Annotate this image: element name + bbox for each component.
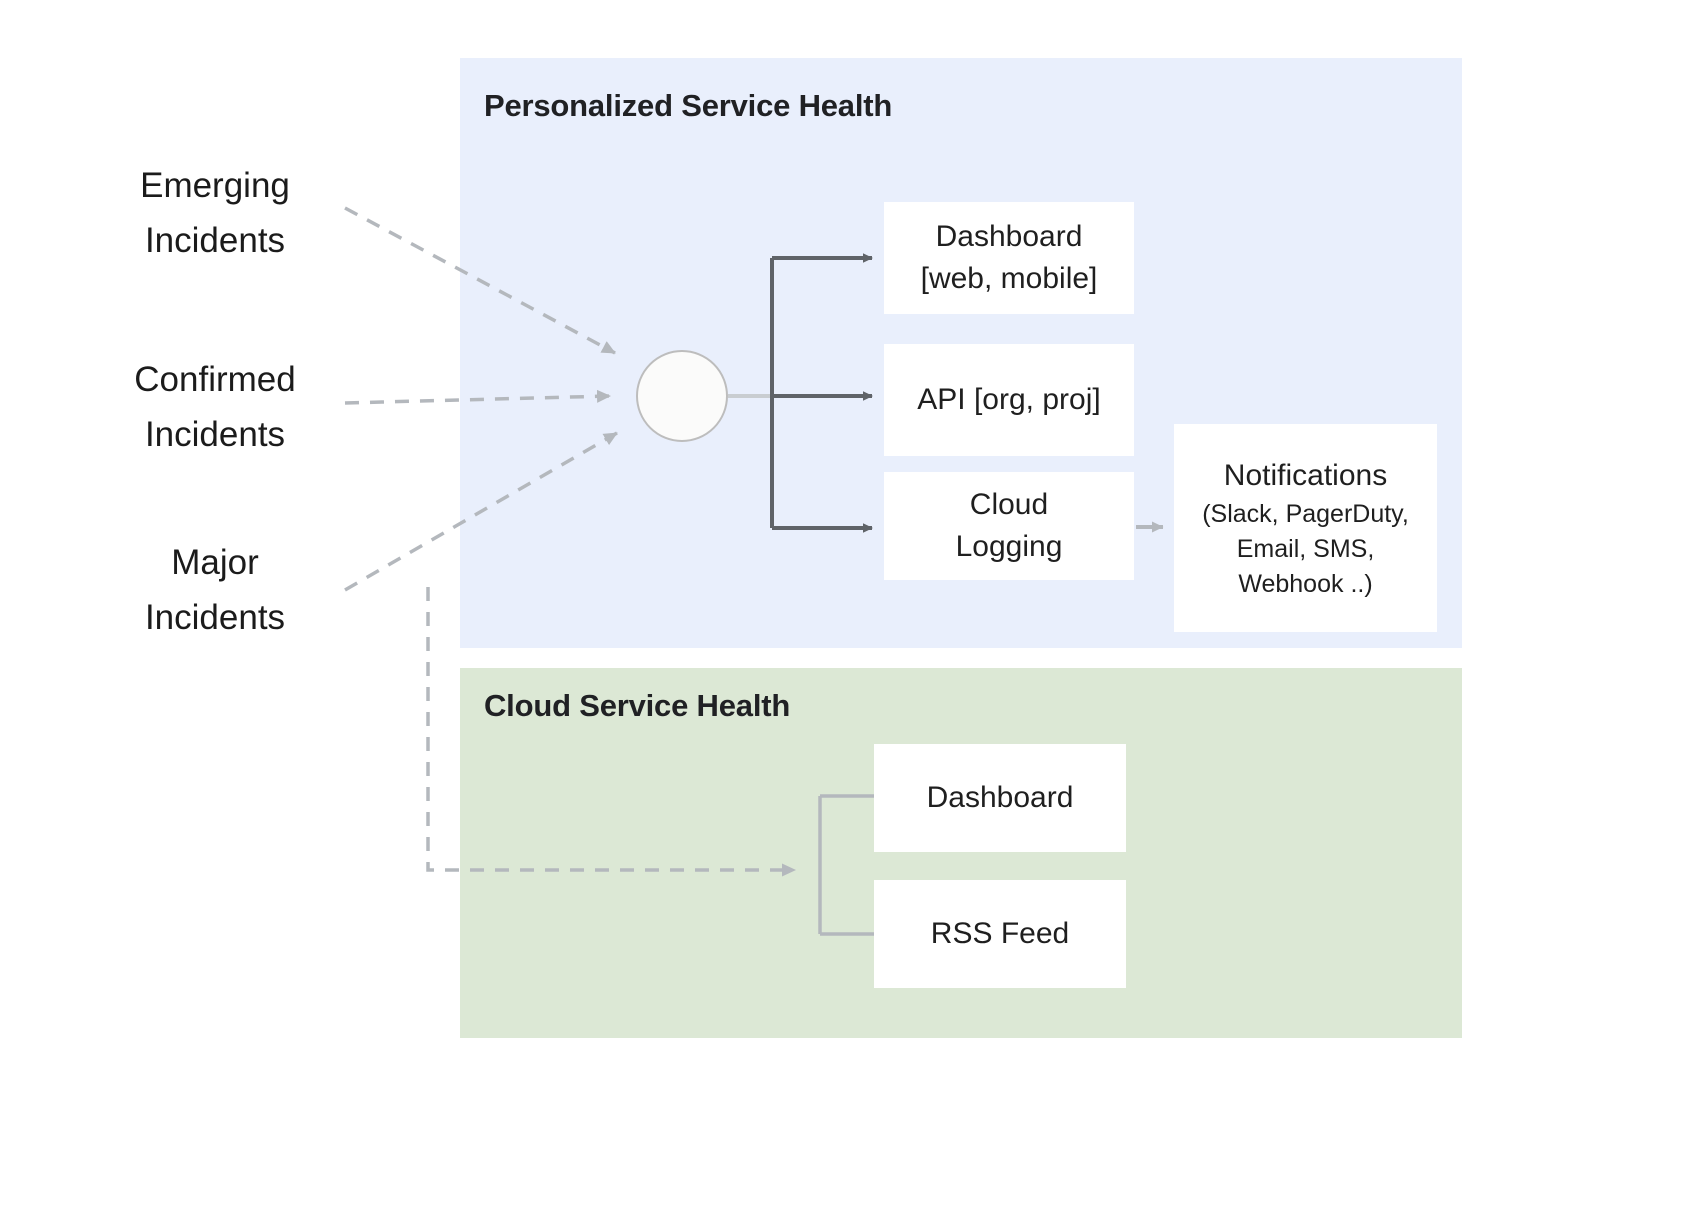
source-label-emerging-incidents: Emerging Incidents bbox=[140, 166, 290, 260]
notifications-title: Notifications bbox=[1223, 458, 1388, 492]
node-notifications[interactable]: Notifications (Slack, PagerDuty, Email, … bbox=[1174, 424, 1437, 632]
incident-hub-node bbox=[636, 350, 728, 442]
dashed-input-wires bbox=[344, 206, 618, 592]
panel-title-cloud: Cloud Service Health bbox=[484, 688, 791, 723]
node-dashboard-web-mobile[interactable]: Dashboard [web, mobile] bbox=[884, 202, 1134, 314]
major-incidents-branch-wire bbox=[426, 587, 796, 877]
source-label-major-incidents: Major Incidents bbox=[144, 543, 286, 637]
cloud-fanout-wires bbox=[818, 794, 876, 936]
notifications-channels: (Slack, PagerDuty, Email, SMS, Webhook .… bbox=[1202, 499, 1409, 598]
panel-title-personalized: Personalized Service Health bbox=[484, 88, 893, 123]
personalized-fanout-wires bbox=[770, 253, 873, 533]
source-label-confirmed-incidents: Confirmed Incidents bbox=[134, 360, 296, 454]
node-api-org-proj[interactable]: API [org, proj] bbox=[884, 344, 1134, 456]
node-cloud-logging[interactable]: Cloud Logging bbox=[884, 472, 1134, 580]
node-cloud-dashboard[interactable]: Dashboard bbox=[874, 744, 1126, 852]
node-rss-feed[interactable]: RSS Feed bbox=[874, 880, 1126, 988]
